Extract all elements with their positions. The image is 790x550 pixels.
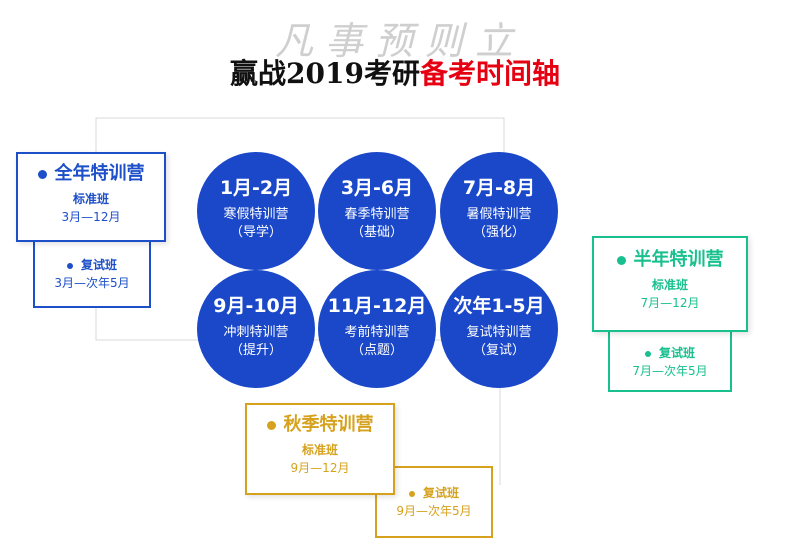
calligraphy-watermark: 凡事预则立	[274, 19, 525, 63]
bullet-icon	[616, 255, 626, 265]
bullet-icon	[66, 262, 73, 269]
circle-mar-jun: 3月-6月 春季特训营 （基础）	[318, 152, 436, 270]
bullet-icon	[644, 350, 651, 357]
circle-jan-feb: 1月-2月 寒假特训营 （导学）	[197, 152, 315, 270]
bullet-icon	[408, 490, 415, 497]
full-year-card: 全年特训营 标准班 3月—12月	[16, 152, 166, 242]
half-year-retest-card: 复试班 7月—次年5月	[608, 328, 732, 392]
bullet-icon	[266, 420, 276, 430]
autumn-retest-card: 复试班 9月—次年5月	[375, 466, 493, 538]
circle-next-jan-may: 次年1-5月 复试特训营 （复试）	[440, 270, 558, 388]
bullet-icon	[37, 169, 47, 179]
title-main: 赢战2019考研	[230, 57, 420, 90]
half-year-card: 半年特训营 标准班 7月—12月	[592, 236, 748, 332]
circle-sep-oct: 9月-10月 冲刺特训营 （提升）	[197, 270, 315, 388]
title-highlight: 备考时间轴	[419, 57, 560, 90]
circle-nov-dec: 11月-12月 考前特训营 （点题）	[318, 270, 436, 388]
page-title: 赢战2019考研备考时间轴	[180, 52, 610, 92]
autumn-card: 秋季特训营 标准班 9月—12月	[245, 403, 395, 495]
full-year-retest-card: 复试班 3月—次年5月	[33, 238, 151, 308]
circle-jul-aug: 7月-8月 暑假特训营 （强化）	[440, 152, 558, 270]
